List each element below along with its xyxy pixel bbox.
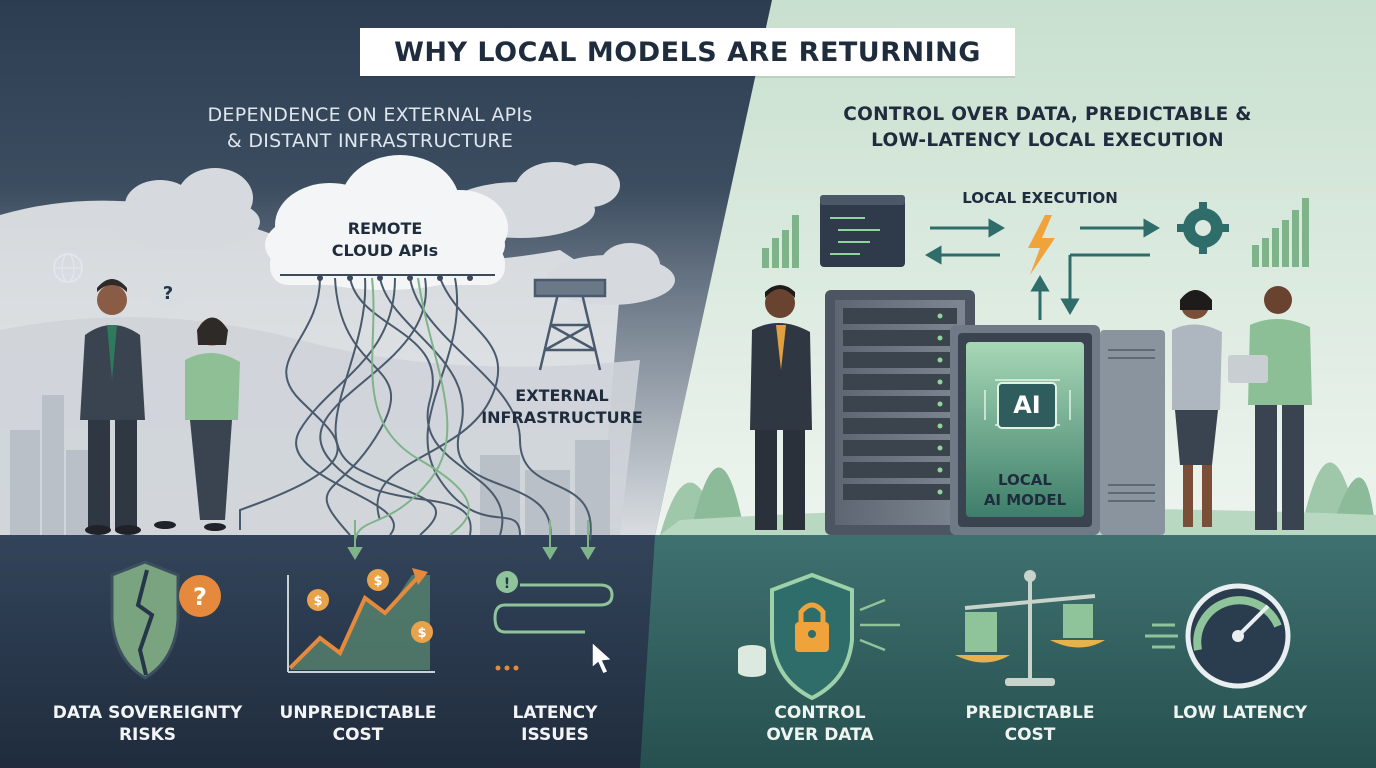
issue-latency: LATENCY ISSUES: [470, 702, 640, 746]
man-figure-right: [750, 285, 812, 530]
benefit-label-line1: LOW LATENCY: [1172, 703, 1308, 723]
benefit-label-line1: CONTROL: [774, 703, 866, 723]
worried-man-figure: [80, 279, 145, 535]
ai-chip-text: AI: [1013, 391, 1041, 419]
benefit-low-latency: LOW LATENCY: [1145, 702, 1335, 724]
page-title: WHY LOCAL MODELS ARE RETURNING: [394, 36, 981, 68]
broken-shield-shape: ?: [110, 560, 221, 680]
svg-text:?: ?: [163, 283, 173, 304]
local-execution-label: LOCAL EXECUTION: [930, 188, 1150, 208]
left-heading: DEPENDENCE ON EXTERNAL APIs & DISTANT IN…: [120, 102, 620, 154]
model-label-line1: LOCAL: [998, 471, 1052, 489]
right-heading-line1: CONTROL OVER DATA, PREDICTABLE &: [843, 104, 1252, 125]
svg-text:?: ?: [193, 583, 207, 611]
right-heading-line2: LOW-LATENCY LOCAL EXECUTION: [871, 130, 1224, 151]
svg-text:$: $: [373, 574, 382, 589]
benefit-predictable-cost: PREDICTABLE COST: [940, 702, 1120, 746]
woman-figure-right: [1172, 290, 1222, 527]
remote-cloud-label: REMOTE CLOUD APIs: [305, 218, 465, 262]
infra-label-line1: EXTERNAL: [515, 386, 609, 405]
benefit-label-line2: COST: [1004, 725, 1056, 745]
man-laptop-figure: [1228, 286, 1312, 530]
left-heading-line2: & DISTANT INFRASTRUCTURE: [226, 130, 514, 152]
issue-label-line1: UNPREDICTABLE: [279, 703, 437, 723]
title-banner: WHY LOCAL MODELS ARE RETURNING: [360, 28, 1015, 76]
left-heading-line1: DEPENDENCE ON EXTERNAL APIs: [207, 104, 533, 126]
issue-label-line2: ISSUES: [521, 725, 589, 745]
woman-figure-left: [154, 317, 240, 531]
cloud-label-line1: REMOTE: [347, 219, 423, 238]
svg-text:$: $: [417, 626, 426, 641]
issue-data-sovereignty: DATA SOVEREIGNTY RISKS: [30, 702, 265, 746]
speedometer-shape: [1145, 583, 1291, 689]
benefit-control-over-data: CONTROL OVER DATA: [735, 702, 905, 746]
lock-shield-shape: [738, 572, 900, 701]
issue-unpredictable-cost: UNPREDICTABLE COST: [258, 702, 458, 746]
local-execution-text: LOCAL EXECUTION: [962, 189, 1118, 207]
svg-text:$: $: [313, 594, 322, 609]
issue-label-line1: DATA SOVEREIGNTY: [52, 703, 243, 723]
tangled-path-shape: [493, 571, 614, 634]
local-ai-model-label: LOCAL AI MODEL: [966, 470, 1084, 510]
cloud-label-line2: CLOUD APIs: [331, 241, 439, 260]
issue-label-line2: COST: [332, 725, 384, 745]
issue-label-line2: RISKS: [118, 725, 177, 745]
ai-chip-label: AI: [998, 390, 1056, 420]
right-heading: CONTROL OVER DATA, PREDICTABLE & LOW-LAT…: [790, 102, 1305, 154]
svg-text:!: !: [504, 576, 510, 592]
balance-scale-shape: [955, 570, 1105, 686]
infra-label-line2: INFRASTRUCTURE: [481, 408, 643, 427]
external-infrastructure-label: EXTERNAL INFRASTRUCTURE: [462, 385, 662, 429]
issue-label-line1: LATENCY: [512, 703, 598, 723]
rising-cost-chart-shape: $ $ $: [287, 568, 435, 673]
model-label-line2: AI MODEL: [983, 491, 1067, 509]
benefit-label-line2: OVER DATA: [766, 725, 874, 745]
benefit-label-line1: PREDICTABLE: [965, 703, 1095, 723]
